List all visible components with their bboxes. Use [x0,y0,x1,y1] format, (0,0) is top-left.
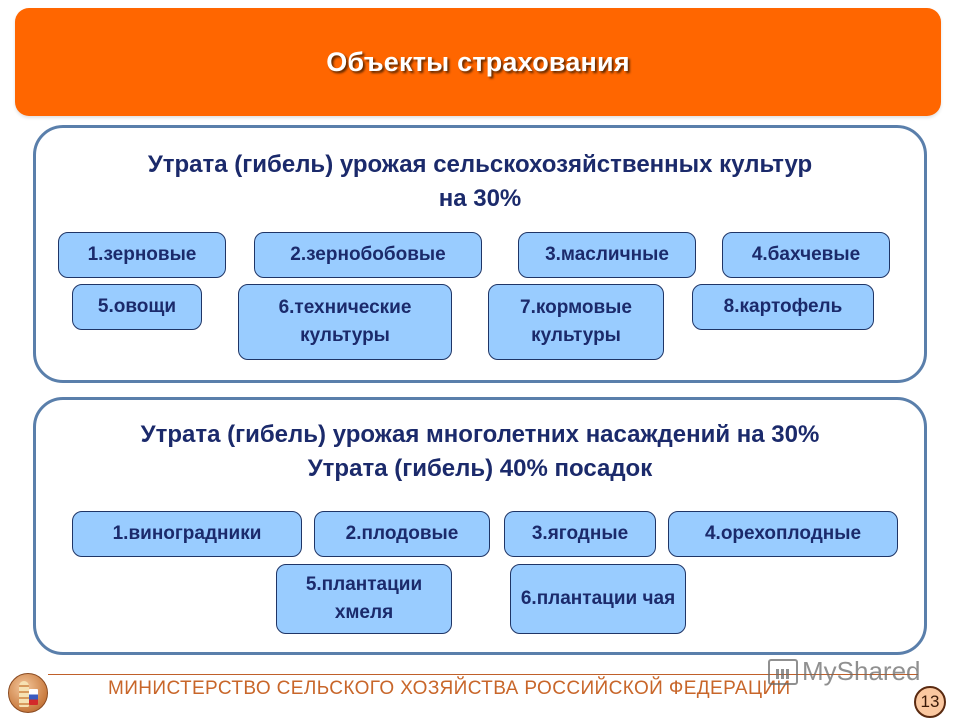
crop-item-potato: 8.картофель [692,284,874,330]
perennial-item-nuts: 4.орехоплодные [668,511,898,557]
presentation-chart-icon [768,658,798,685]
page-number: 13 [920,692,940,711]
perennial-item-fruit: 2.плодовые [314,511,490,557]
perennials-panel-heading: Утрата (гибель) урожая многолетних насаж… [36,418,924,486]
perennials-heading-line1: Утрата (гибель) урожая многолетних насаж… [140,421,820,448]
perennials-heading-line2: Утрата (гибель) 40% посадок [307,455,653,482]
watermark-text: MyShared [802,656,921,686]
crop-item-melons: 4.бахчевые [722,232,890,278]
crops-heading-line2: на 30% [438,185,522,212]
crop-item-industrial: 6.технические культуры [238,284,452,360]
ministry-emblem-icon [8,673,48,713]
page-number-badge: 13 [914,686,946,718]
crop-item-fodder: 7.кормовые культуры [488,284,664,360]
crop-item-oilseeds: 3.масличные [518,232,696,278]
crop-item-grain: 1.зерновые [58,232,226,278]
crops-panel-heading: Утрата (гибель) урожая сельскохозяйствен… [36,148,924,216]
russian-flag-icon [29,689,38,705]
crops-panel: Утрата (гибель) урожая сельскохозяйствен… [33,125,927,383]
wheat-icon [19,681,29,707]
perennial-item-berry: 3.ягодные [504,511,656,557]
perennial-item-vineyards: 1.виноградники [72,511,302,557]
perennial-item-tea: 6.плантации чая [510,564,686,634]
crops-heading-line1: Утрата (гибель) урожая сельскохозяйствен… [147,151,813,178]
slide-title: Объекты страхования [326,46,630,77]
footer-divider [48,674,918,675]
perennials-panel: Утрата (гибель) урожая многолетних насаж… [33,397,927,655]
perennial-item-hops: 5.плантации хмеля [276,564,452,634]
crop-item-legumes: 2.зернобобовые [254,232,482,278]
slide-title-banner: Объекты страхования [15,8,941,116]
footer-organization: МИНИСТЕРСТВО СЕЛЬСКОГО ХОЗЯЙСТВА РОССИЙС… [108,678,791,699]
crop-item-vegetables: 5.овощи [72,284,202,330]
watermark: MyShared [768,656,921,687]
